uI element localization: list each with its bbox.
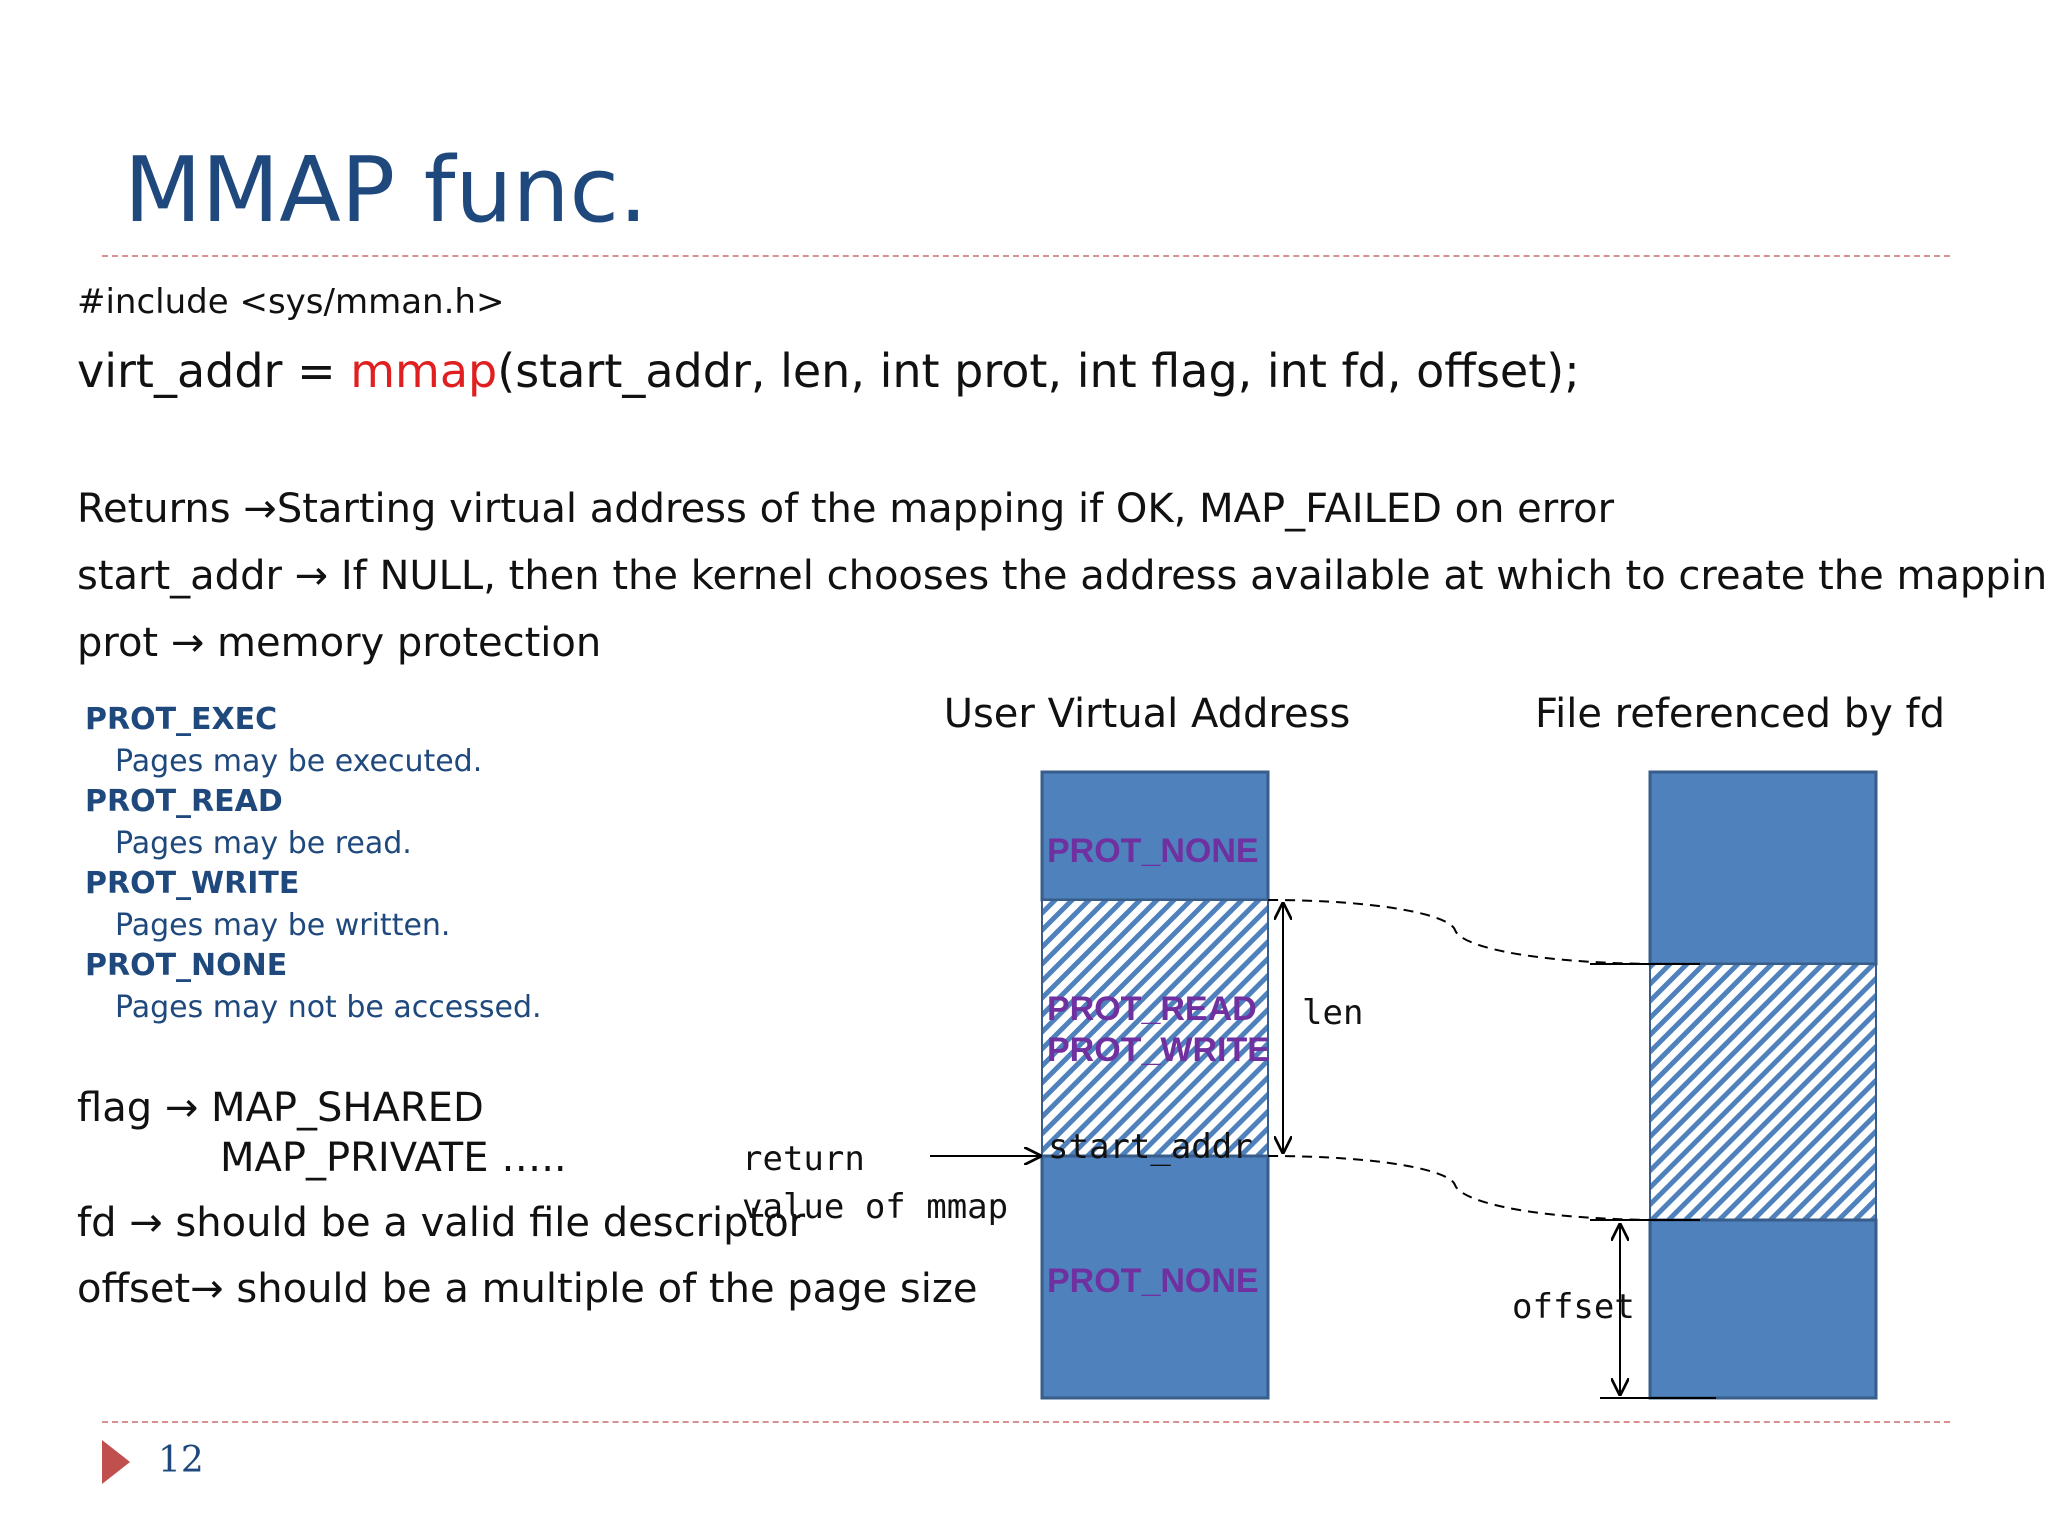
file-top-block xyxy=(1648,770,1878,966)
slide-number: 12 xyxy=(158,1440,204,1481)
prot-name: PROT_NONE xyxy=(85,948,288,983)
heading-user-virtual-address: User Virtual Address xyxy=(944,691,1351,737)
return-value-label: value of mmap xyxy=(742,1187,1008,1227)
slide-title: MMAP func. xyxy=(124,138,648,243)
heading-file-referenced: File referenced by fd xyxy=(1535,691,1945,737)
prot-desc: Pages may be executed. xyxy=(115,744,483,779)
offset-line: offset→ should be a multiple of the page… xyxy=(77,1266,977,1312)
top-divider xyxy=(102,255,1950,257)
arrow-icon: → xyxy=(243,486,277,532)
start-addr-text: If NULL, then the kernel chooses the add… xyxy=(328,553,2048,599)
call-prefix: virt_addr = xyxy=(77,344,351,398)
bottom-divider xyxy=(102,1421,1950,1423)
arrow-icon: → xyxy=(190,1266,224,1312)
mapping-connector-top xyxy=(1267,899,1651,965)
start-addr-label: start_addr xyxy=(1048,1127,1253,1167)
fd-line: fd → should be a valid file descriptor xyxy=(77,1200,805,1246)
prot-text: memory protection xyxy=(204,620,602,666)
prot-desc: Pages may not be accessed. xyxy=(115,990,542,1025)
prot-line: prot → memory protection xyxy=(77,620,601,666)
prot-label: prot xyxy=(77,620,171,666)
return-label: return xyxy=(742,1139,865,1179)
arrow-icon: → xyxy=(164,1085,199,1131)
flag-line: flag → MAP_SHARED xyxy=(77,1085,484,1131)
offset-label: offset xyxy=(1512,1287,1635,1327)
prot-desc: Pages may be read. xyxy=(115,826,412,861)
offset-label: offset xyxy=(77,1266,191,1312)
call-function-name: mmap xyxy=(350,344,498,398)
flag-value-private: MAP_PRIVATE ….. xyxy=(220,1135,567,1181)
start-addr-label: start_addr xyxy=(77,553,295,599)
call-args: (start_addr, len, int prot, int flag, in… xyxy=(497,344,1580,398)
arrow-icon: → xyxy=(170,620,205,666)
arrow-icon: → xyxy=(129,1200,163,1246)
region-bottom-block xyxy=(1040,1154,1270,1400)
fd-label: fd xyxy=(77,1200,130,1246)
prot-name: PROT_WRITE xyxy=(85,866,300,901)
prot-desc: Pages may be written. xyxy=(115,908,451,943)
returns-label: Returns xyxy=(77,486,244,532)
file-bottom-block xyxy=(1648,1218,1878,1400)
region-mid-label-read: PROT_READ xyxy=(1047,990,1257,1028)
region-mid-label-write: PROT_WRITE xyxy=(1047,1031,1270,1069)
arrow-icon: → xyxy=(294,553,329,599)
slide-marker-icon xyxy=(102,1440,130,1484)
prot-name: PROT_EXEC xyxy=(85,702,278,737)
prot-name: PROT_READ xyxy=(85,784,283,819)
file-mapped-hatched xyxy=(1649,963,1877,1221)
fd-text: should be a valid file descriptor xyxy=(162,1200,806,1246)
start-addr-line: start_addr → If NULL, then the kernel ch… xyxy=(77,553,2048,599)
region-mapped-hatched xyxy=(1041,899,1269,1157)
region-bottom-label: PROT_NONE xyxy=(1047,1262,1259,1300)
region-top-label: PROT_NONE xyxy=(1047,832,1259,870)
mapping-connector-bottom xyxy=(1267,1155,1651,1221)
mmap-call-line: virt_addr = mmap(start_addr, len, int pr… xyxy=(77,344,1580,398)
include-line: #include <sys/mman.h> xyxy=(77,282,505,322)
returns-text: Starting virtual address of the mapping … xyxy=(276,486,1615,532)
flag-label: flag xyxy=(77,1085,165,1131)
flag-value-shared: MAP_SHARED xyxy=(198,1085,484,1131)
offset-text: should be a multiple of the page size xyxy=(223,1266,978,1312)
len-label: len xyxy=(1302,993,1363,1033)
returns-line: Returns →Starting virtual address of the… xyxy=(77,486,1614,532)
